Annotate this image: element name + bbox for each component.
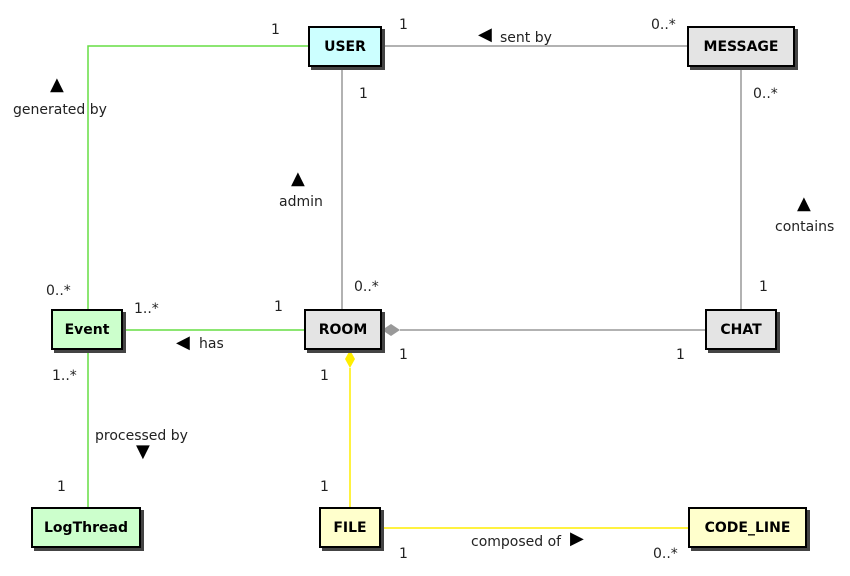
mult-event-room-event: 1..* (134, 301, 159, 317)
label-processed-by: processed by (95, 428, 188, 444)
arrow-up-icon: ▲ (291, 168, 305, 189)
label-contains: contains (775, 219, 835, 235)
arrow-down-icon: ▼ (136, 441, 150, 462)
room-chat-composition-diamond (382, 324, 400, 336)
arrow-left-icon: ◀ (176, 332, 190, 353)
arrow-right-icon: ▶ (570, 528, 584, 549)
mult-room-file-file: 1 (320, 479, 329, 495)
label-admin: admin (279, 194, 323, 210)
user-event-association (87, 45, 310, 310)
arrow-left-icon: ◀ (478, 24, 492, 45)
mult-user-message-message: 0..* (651, 17, 676, 33)
mult-user-event-event: 0..* (46, 283, 71, 299)
mult-room-chat-chat: 1 (676, 347, 685, 363)
mult-message-chat-message: 0..* (753, 86, 778, 102)
mult-event-room-room: 1 (274, 299, 283, 315)
mult-file-codeline-codeline: 0..* (653, 546, 678, 562)
class-message[interactable]: MESSAGE (687, 26, 795, 67)
mult-room-chat-room: 1 (399, 347, 408, 363)
mult-user-event-user: 1 (271, 22, 280, 38)
class-file[interactable]: FILE (319, 507, 381, 548)
class-room[interactable]: ROOM (304, 309, 382, 350)
mult-room-file-room: 1 (320, 368, 329, 384)
label-has: has (199, 336, 224, 352)
room-file-composition-diamond (345, 350, 355, 368)
class-user[interactable]: USER (308, 26, 382, 67)
class-chat[interactable]: CHAT (705, 309, 777, 350)
label-generated-by: generated by (13, 102, 107, 118)
mult-user-message-user: 1 (399, 17, 408, 33)
arrow-up-icon: ▲ (797, 193, 811, 214)
mult-event-logthread-logthread: 1 (57, 479, 66, 495)
mult-user-room-room: 0..* (354, 279, 379, 295)
mult-message-chat-chat: 1 (759, 279, 768, 295)
arrow-up-icon: ▲ (50, 74, 64, 95)
class-event[interactable]: Event (51, 309, 123, 350)
label-sent-by: sent by (500, 30, 552, 46)
class-code-line[interactable]: CODE_LINE (688, 507, 807, 548)
label-composed-of: composed of (471, 534, 562, 550)
mult-event-logthread-event: 1..* (52, 368, 77, 384)
class-logthread[interactable]: LogThread (31, 507, 141, 548)
mult-user-room-user: 1 (359, 86, 368, 102)
mult-file-codeline-file: 1 (399, 546, 408, 562)
